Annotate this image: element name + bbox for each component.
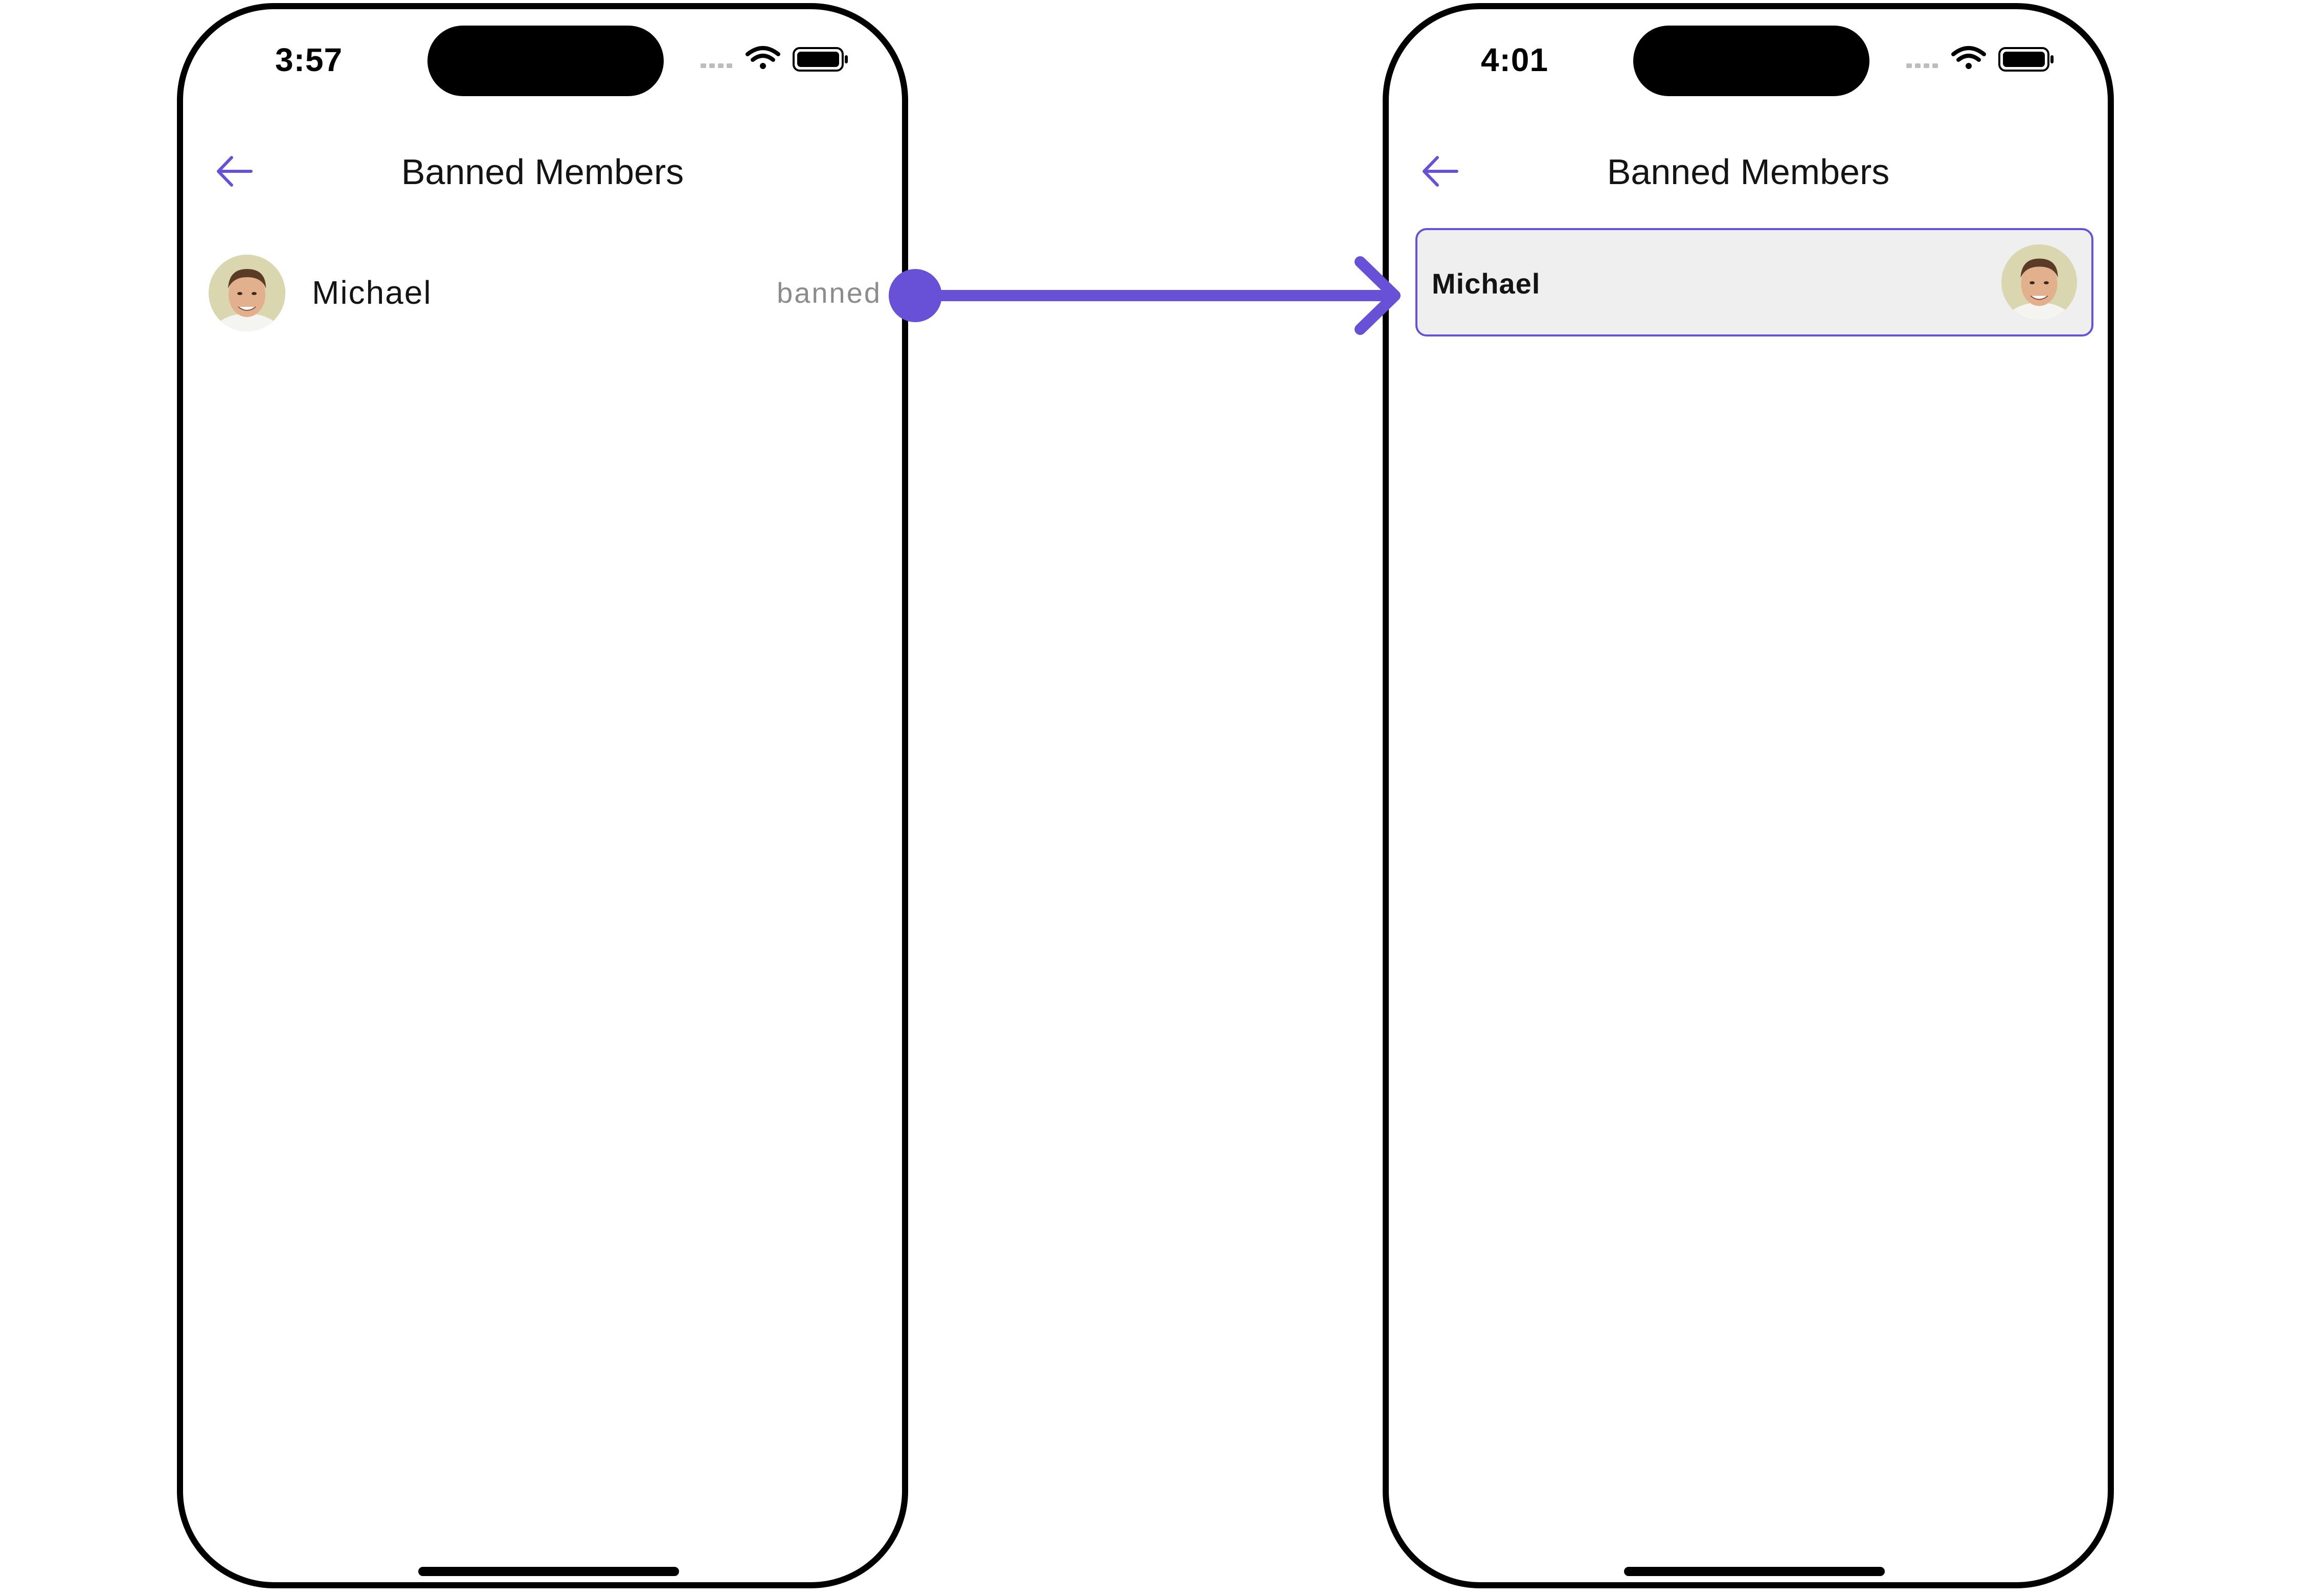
page-title: Banned Members	[1607, 152, 1890, 192]
battery-icon	[1998, 47, 2054, 72]
status-time: 3:57	[275, 41, 343, 78]
signal-icon	[1906, 63, 1938, 68]
battery-icon	[793, 47, 848, 72]
member-name: Michael	[1432, 267, 1541, 300]
member-status: banned	[777, 277, 882, 309]
dynamic-island	[427, 26, 664, 96]
home-indicator	[418, 1567, 679, 1576]
member-name: Michael	[312, 274, 432, 311]
status-icons	[1906, 46, 2054, 72]
back-arrow-icon[interactable]	[211, 148, 257, 194]
status-icons	[701, 46, 848, 72]
wifi-icon	[746, 46, 780, 62]
home-indicator	[1624, 1567, 1885, 1576]
wifi-icon	[1951, 46, 1986, 62]
phone-screen-after: 4:01 Banned Members Michael	[1383, 3, 2114, 1588]
phone-screen-before: 3:57 Banned Members	[177, 3, 908, 1588]
avatar	[209, 255, 285, 331]
banned-member-row-custom[interactable]: Michael	[1415, 228, 2093, 336]
avatar	[2001, 244, 2077, 320]
dynamic-island	[1633, 26, 1869, 96]
back-arrow-icon[interactable]	[1417, 148, 1463, 194]
status-time: 4:01	[1481, 41, 1549, 78]
page-title: Banned Members	[401, 152, 684, 192]
signal-icon	[701, 63, 732, 68]
banned-member-row[interactable]: Michael banned	[183, 250, 902, 336]
